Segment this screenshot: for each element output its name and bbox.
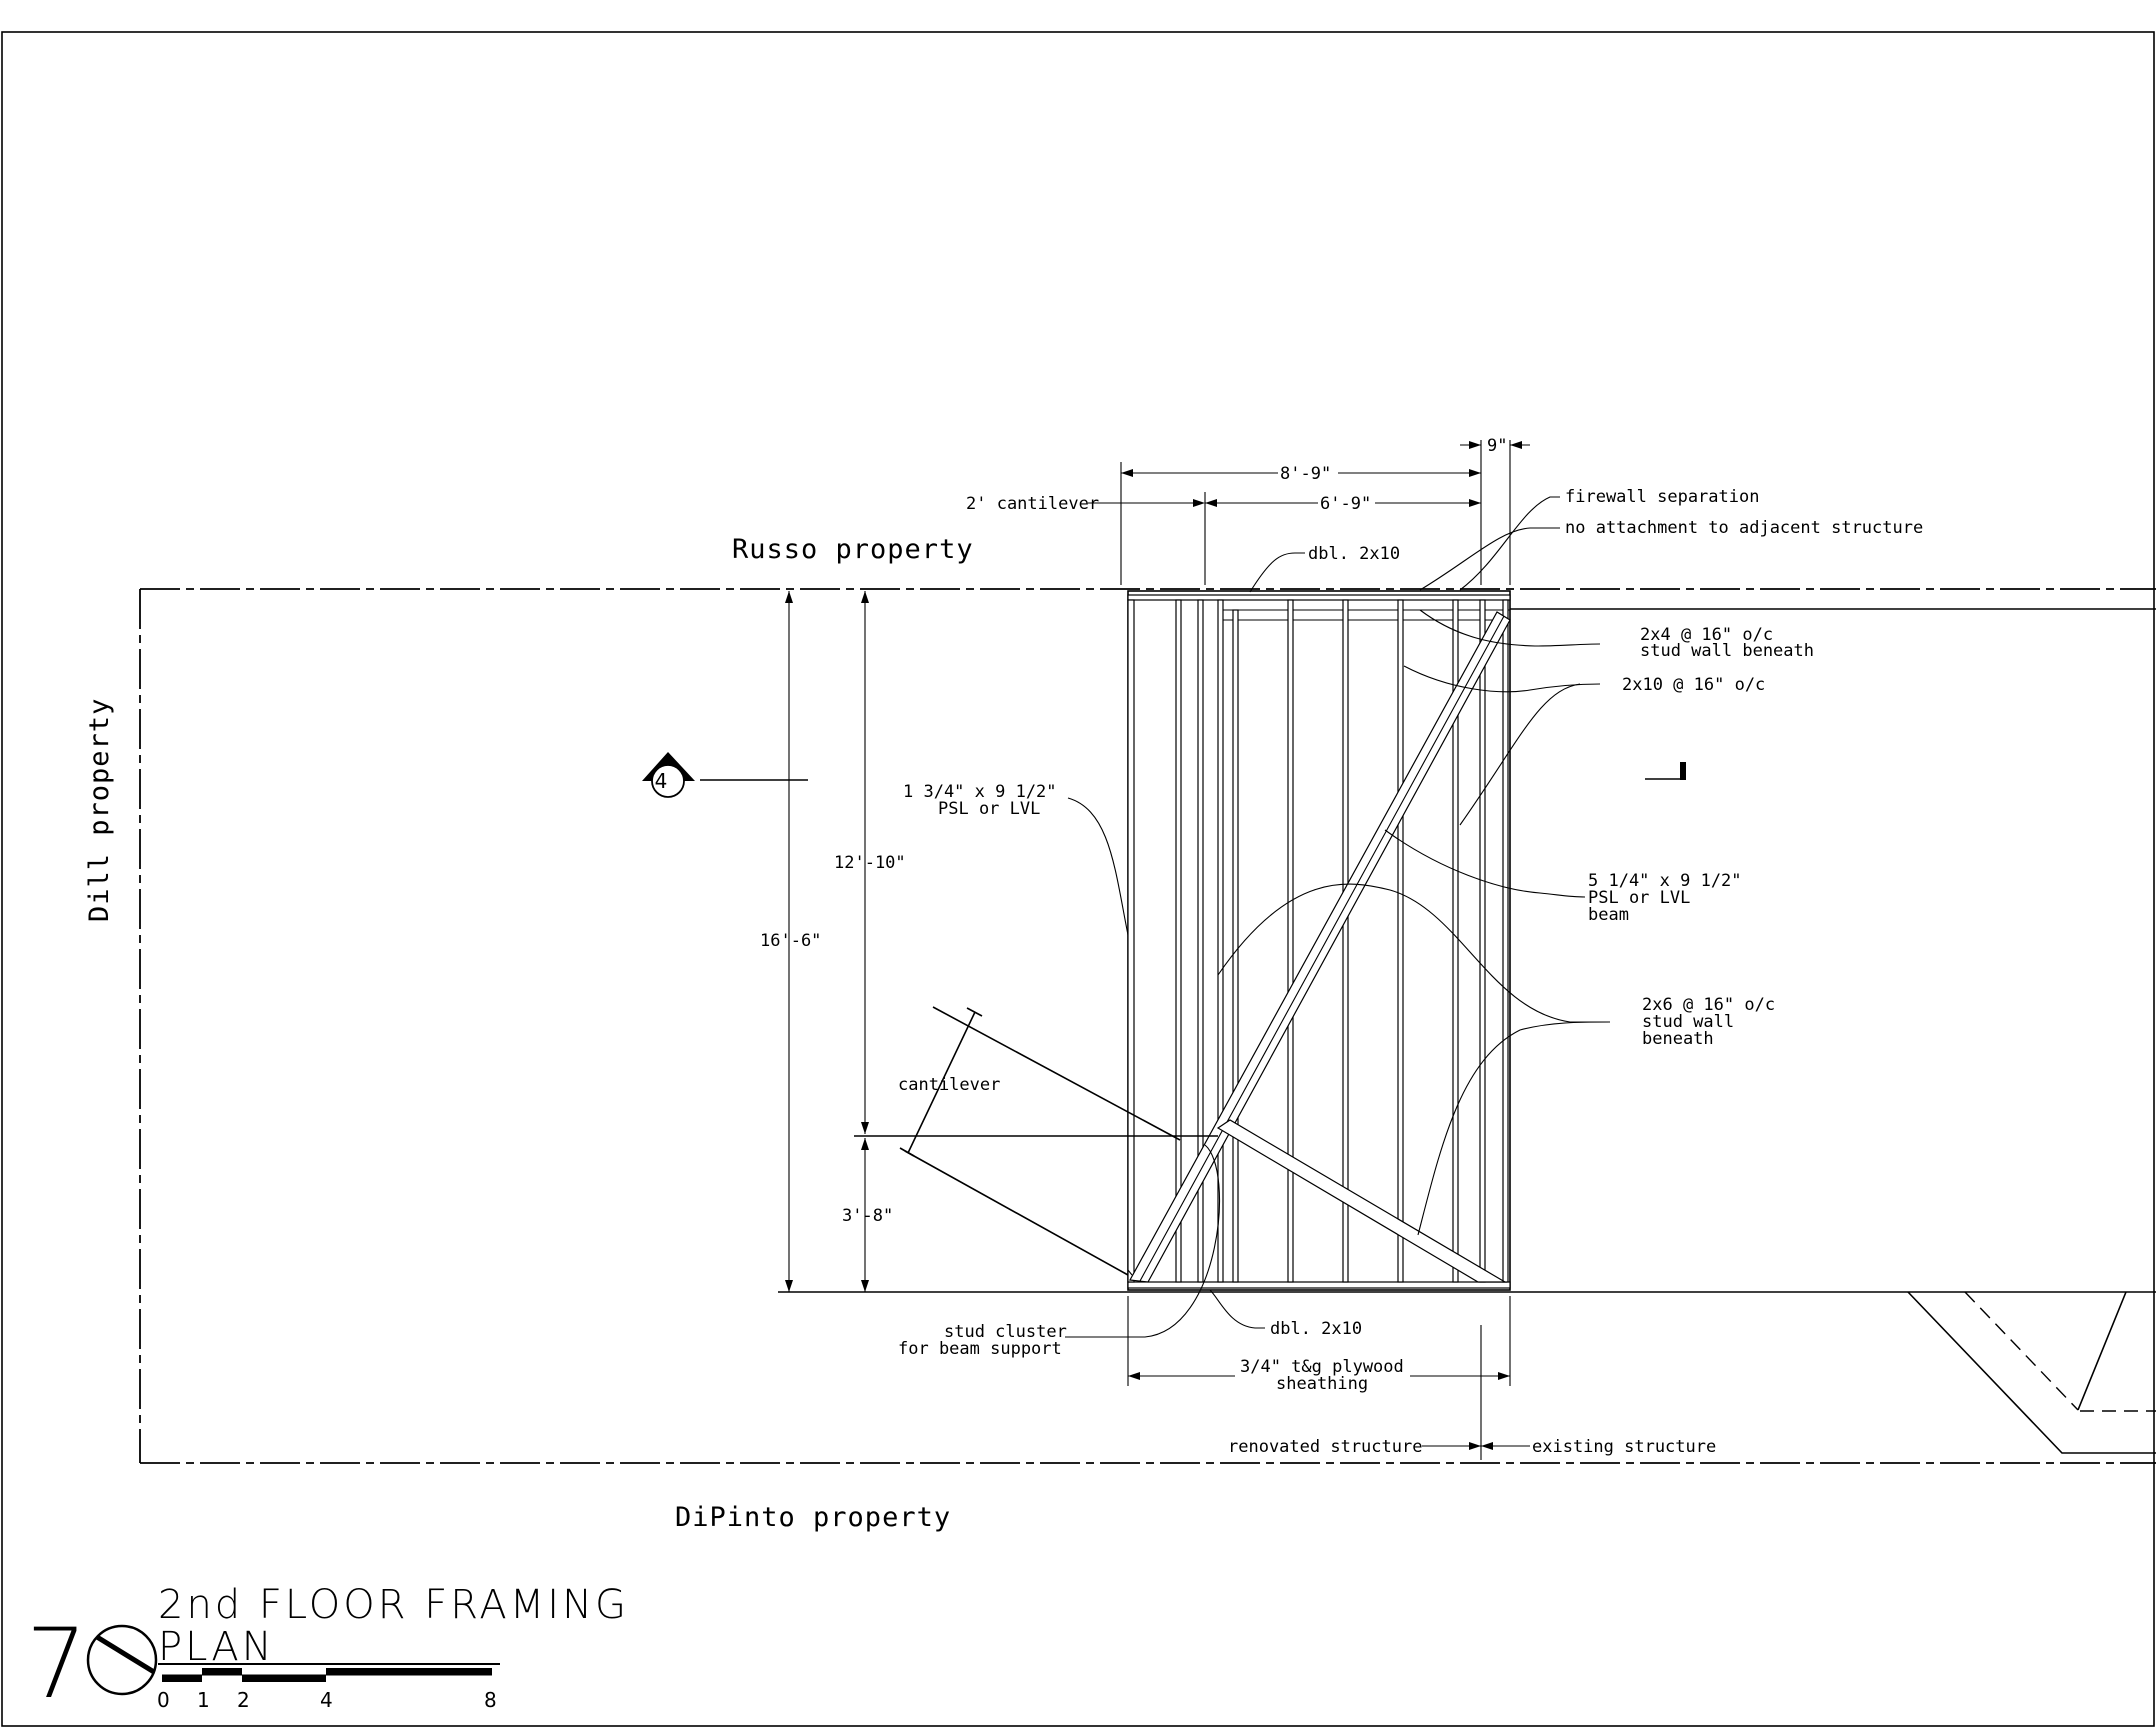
label-renovated-structure: renovated structure [1228, 1437, 1422, 1457]
north-arrow-circle [86, 1624, 158, 1696]
callout-psl-big-line3: beam [1588, 905, 1629, 925]
dim-overall-width: 8'-9" [1280, 464, 1331, 484]
title-block: 7 2nd FLOOR FRAMING PLAN 0 1 2 4 8 [26, 1582, 629, 1720]
callout-plywood-line1: 3/4" t&g plywood [1240, 1357, 1404, 1377]
cantilever-extension [854, 1006, 1218, 1276]
dim-inner-width: 6'-9" [1320, 494, 1371, 514]
property-outline [139, 588, 2156, 1464]
joist [1479, 599, 1486, 1283]
north-arrow-needle [95, 1634, 156, 1675]
dill-property-label: Dill property [84, 698, 115, 922]
callout-no-attachment: no attachment to adjacent structure [1565, 518, 1923, 538]
scale-label-2: 2 [237, 1688, 250, 1712]
callout-dbl-top: dbl. 2x10 [1308, 544, 1400, 564]
joist [1452, 599, 1459, 1283]
callout-cantilever: cantilever [898, 1075, 1000, 1095]
callout-psl-big-line2: PSL or LVL [1588, 888, 1690, 908]
dim-depth-total: 16'-6" [760, 931, 821, 951]
top-plate [1127, 594, 1511, 601]
title-line-2: PLAN [158, 1624, 275, 1670]
title-line-1: 2nd FLOOR FRAMING [158, 1582, 629, 1628]
cantilever-diagonal-beam [1216, 1119, 1508, 1283]
label-existing-structure: existing structure [1532, 1437, 1716, 1457]
callout-stud-cluster-line2: for beam support [898, 1339, 1062, 1359]
wall-stub-marker [1680, 762, 1686, 780]
callout-stud-cluster-line1: stud cluster [944, 1322, 1067, 1342]
callout-firewall: firewall separation [1565, 487, 1759, 507]
bottom-plate [1127, 1281, 1511, 1289]
callout-psl-small-line1: 1 3/4" x 9 1/2" [903, 782, 1057, 802]
joist [1287, 599, 1294, 1283]
existing-structure-lines [778, 608, 2156, 1454]
section-marker-4 [642, 752, 808, 798]
joist [1397, 599, 1404, 1283]
scale-label-4: 4 [320, 1688, 333, 1712]
joist [1342, 599, 1349, 1283]
joist [1127, 599, 1135, 1283]
scale-label-0: 0 [157, 1688, 170, 1712]
section-marker-number: 4 [655, 769, 668, 793]
dim-depth-upper: 12'-10" [834, 853, 906, 873]
callout-psl-small-line2: PSL or LVL [938, 799, 1040, 819]
scale-label-8: 8 [484, 1688, 497, 1712]
callout-plywood-line2: sheathing [1276, 1374, 1368, 1394]
callout-2x6-line3: beneath [1642, 1029, 1714, 1049]
dim-2ft-cantilever: 2' cantilever [966, 494, 1099, 514]
framing-block [1127, 590, 1511, 1291]
callout-2x4-line2: stud wall beneath [1640, 641, 1814, 661]
callout-2x6-line2: stud wall [1642, 1012, 1734, 1032]
callout-psl-big-line1: 5 1/4" x 9 1/2" [1588, 871, 1742, 891]
scale-label-1: 1 [197, 1688, 210, 1712]
scale-bar [162, 1668, 492, 1682]
callout-dbl-bottom: dbl. 2x10 [1270, 1319, 1362, 1339]
callout-2x10-joist: 2x10 @ 16" o/c [1622, 675, 1765, 695]
leader-lines [1065, 496, 1611, 1338]
callout-2x6-line1: 2x6 @ 16" o/c [1642, 995, 1775, 1015]
drawing-number: 7 [26, 1608, 87, 1720]
callout-2x4-line1: 2x4 @ 16" o/c [1640, 625, 1773, 645]
sheet-border [1, 31, 2155, 1727]
joist [1175, 599, 1182, 1283]
dipinto-property-label: DiPinto property [675, 1502, 951, 1533]
joist [1217, 599, 1224, 1283]
dim-gap: 9" [1487, 436, 1507, 456]
joist [1502, 599, 1509, 1283]
dimension-lines [785, 440, 1530, 1460]
russo-property-label: Russo property [732, 534, 974, 565]
dim-depth-lower: 3'-8" [842, 1206, 893, 1226]
joist [1197, 599, 1204, 1283]
joist [1232, 609, 1239, 1283]
